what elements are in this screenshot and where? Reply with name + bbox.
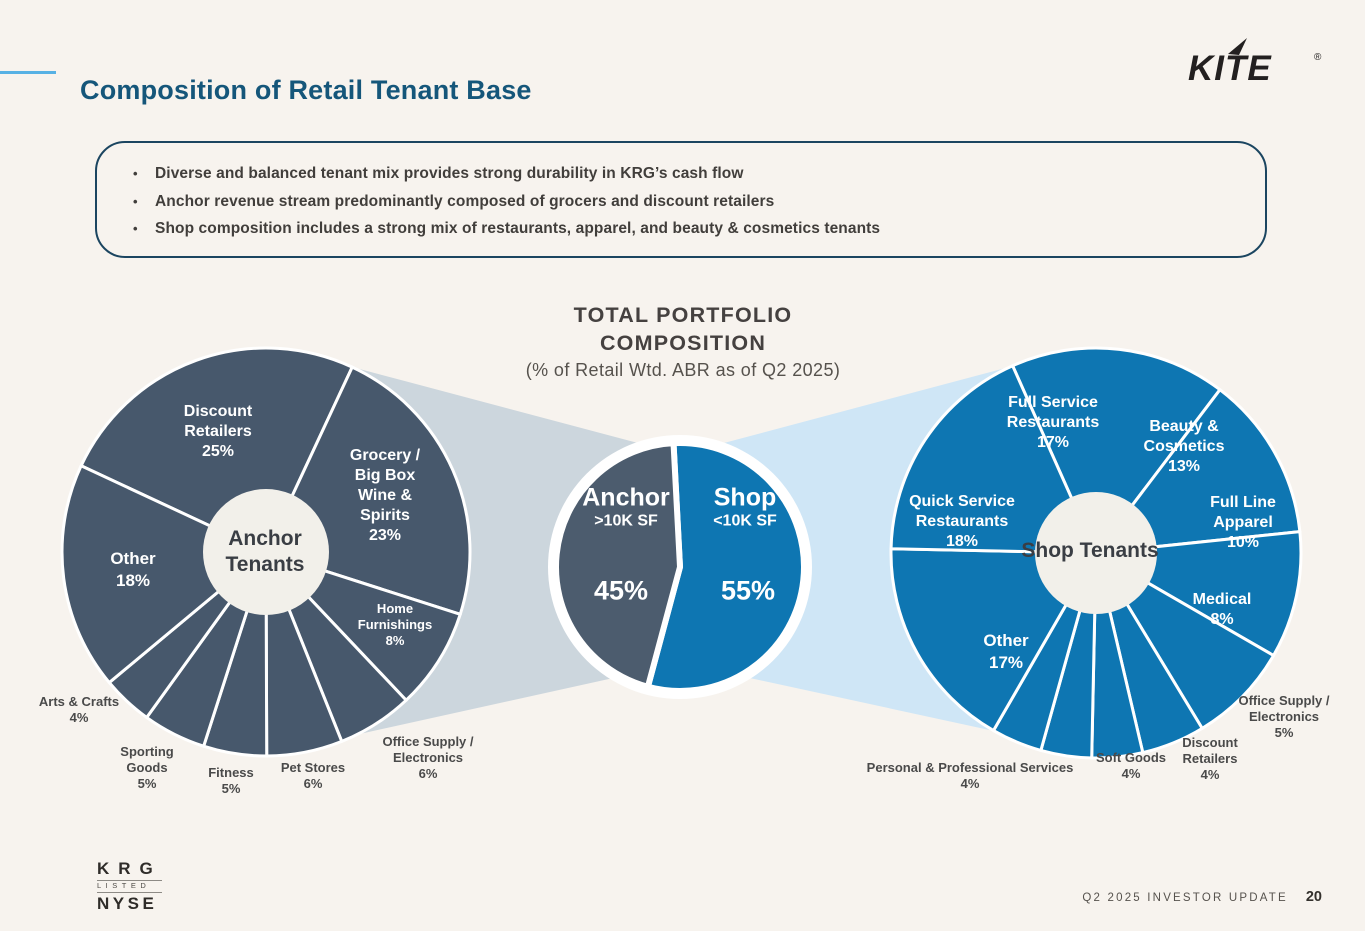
anchor-vs-shop-split <box>548 435 812 699</box>
split-label-anchor: Anchor>10K SF <box>582 484 670 531</box>
pie-slice-other <box>60 464 268 685</box>
pie-slice-medical <box>1094 551 1276 730</box>
hub-label-anchor-tenants: Anchor Tenants <box>225 527 305 576</box>
pie-slice-beauty-cosmetics <box>1094 388 1302 555</box>
split-pct-anchor: 45% <box>593 575 649 606</box>
split-name: Shop <box>713 483 777 512</box>
kite-logo: KITE ® <box>1188 38 1328 88</box>
highlight-bullet: Anchor revenue stream predominantly comp… <box>133 188 1265 216</box>
highlight-bullet: Diverse and balanced tenant mix provides… <box>133 160 1265 188</box>
nyse-listing-badge: KRG LISTED NYSE <box>97 860 162 913</box>
hub-label-shop-tenants: Shop Tenants <box>1021 539 1159 562</box>
split-name: Anchor <box>582 483 670 512</box>
registered-mark: ® <box>1314 52 1322 63</box>
split-sublabel: <10K SF <box>713 512 777 530</box>
split-label-shop: Shop<10K SF <box>713 484 777 531</box>
exchange-label: NYSE <box>97 894 158 913</box>
split-sublabel: >10K SF <box>594 512 658 530</box>
report-label: Q2 2025 INVESTOR UPDATE <box>1082 892 1288 904</box>
pie-slice-shop <box>644 440 807 694</box>
ticker-label: KRG <box>97 859 162 878</box>
chart-title: TOTAL PORTFOLIO COMPOSITION <box>573 303 793 355</box>
highlights-list: Diverse and balanced tenant mix provides… <box>97 160 1265 243</box>
pie-slice-anchor <box>553 440 683 690</box>
listed-label: LISTED <box>97 879 162 893</box>
split-pct-shop: 55% <box>720 575 776 606</box>
pie-hub <box>1035 492 1157 614</box>
page-number: 20 <box>1305 889 1322 905</box>
pie-slice-full-service-restaurants <box>1011 346 1222 555</box>
pie-slice-other <box>889 547 1098 733</box>
kite-flag-icon <box>1228 38 1247 55</box>
pie-slice-quick-service-restaurants <box>889 364 1098 555</box>
pie-hub <box>203 489 329 615</box>
page-title: Composition of Retail Tenant Base <box>80 75 532 106</box>
chart-heading: TOTAL PORTFOLIO COMPOSITION (% of Retail… <box>383 301 983 381</box>
kite-logo-text: KITE <box>1188 49 1272 88</box>
kite-logo-graphic: KITE ® <box>1188 38 1322 88</box>
accent-line <box>0 71 56 74</box>
highlights-box: Diverse and balanced tenant mix provides… <box>95 141 1267 258</box>
shop-tenant-mix <box>889 346 1303 760</box>
footer-right: Q2 2025 INVESTOR UPDATE 20 <box>1082 889 1322 905</box>
highlight-bullet: Shop composition includes a strong mix o… <box>133 215 1265 243</box>
chart-subtitle: (% of Retail Wtd. ABR as of Q2 2025) <box>525 360 841 380</box>
anchor-tenant-mix <box>60 346 472 758</box>
